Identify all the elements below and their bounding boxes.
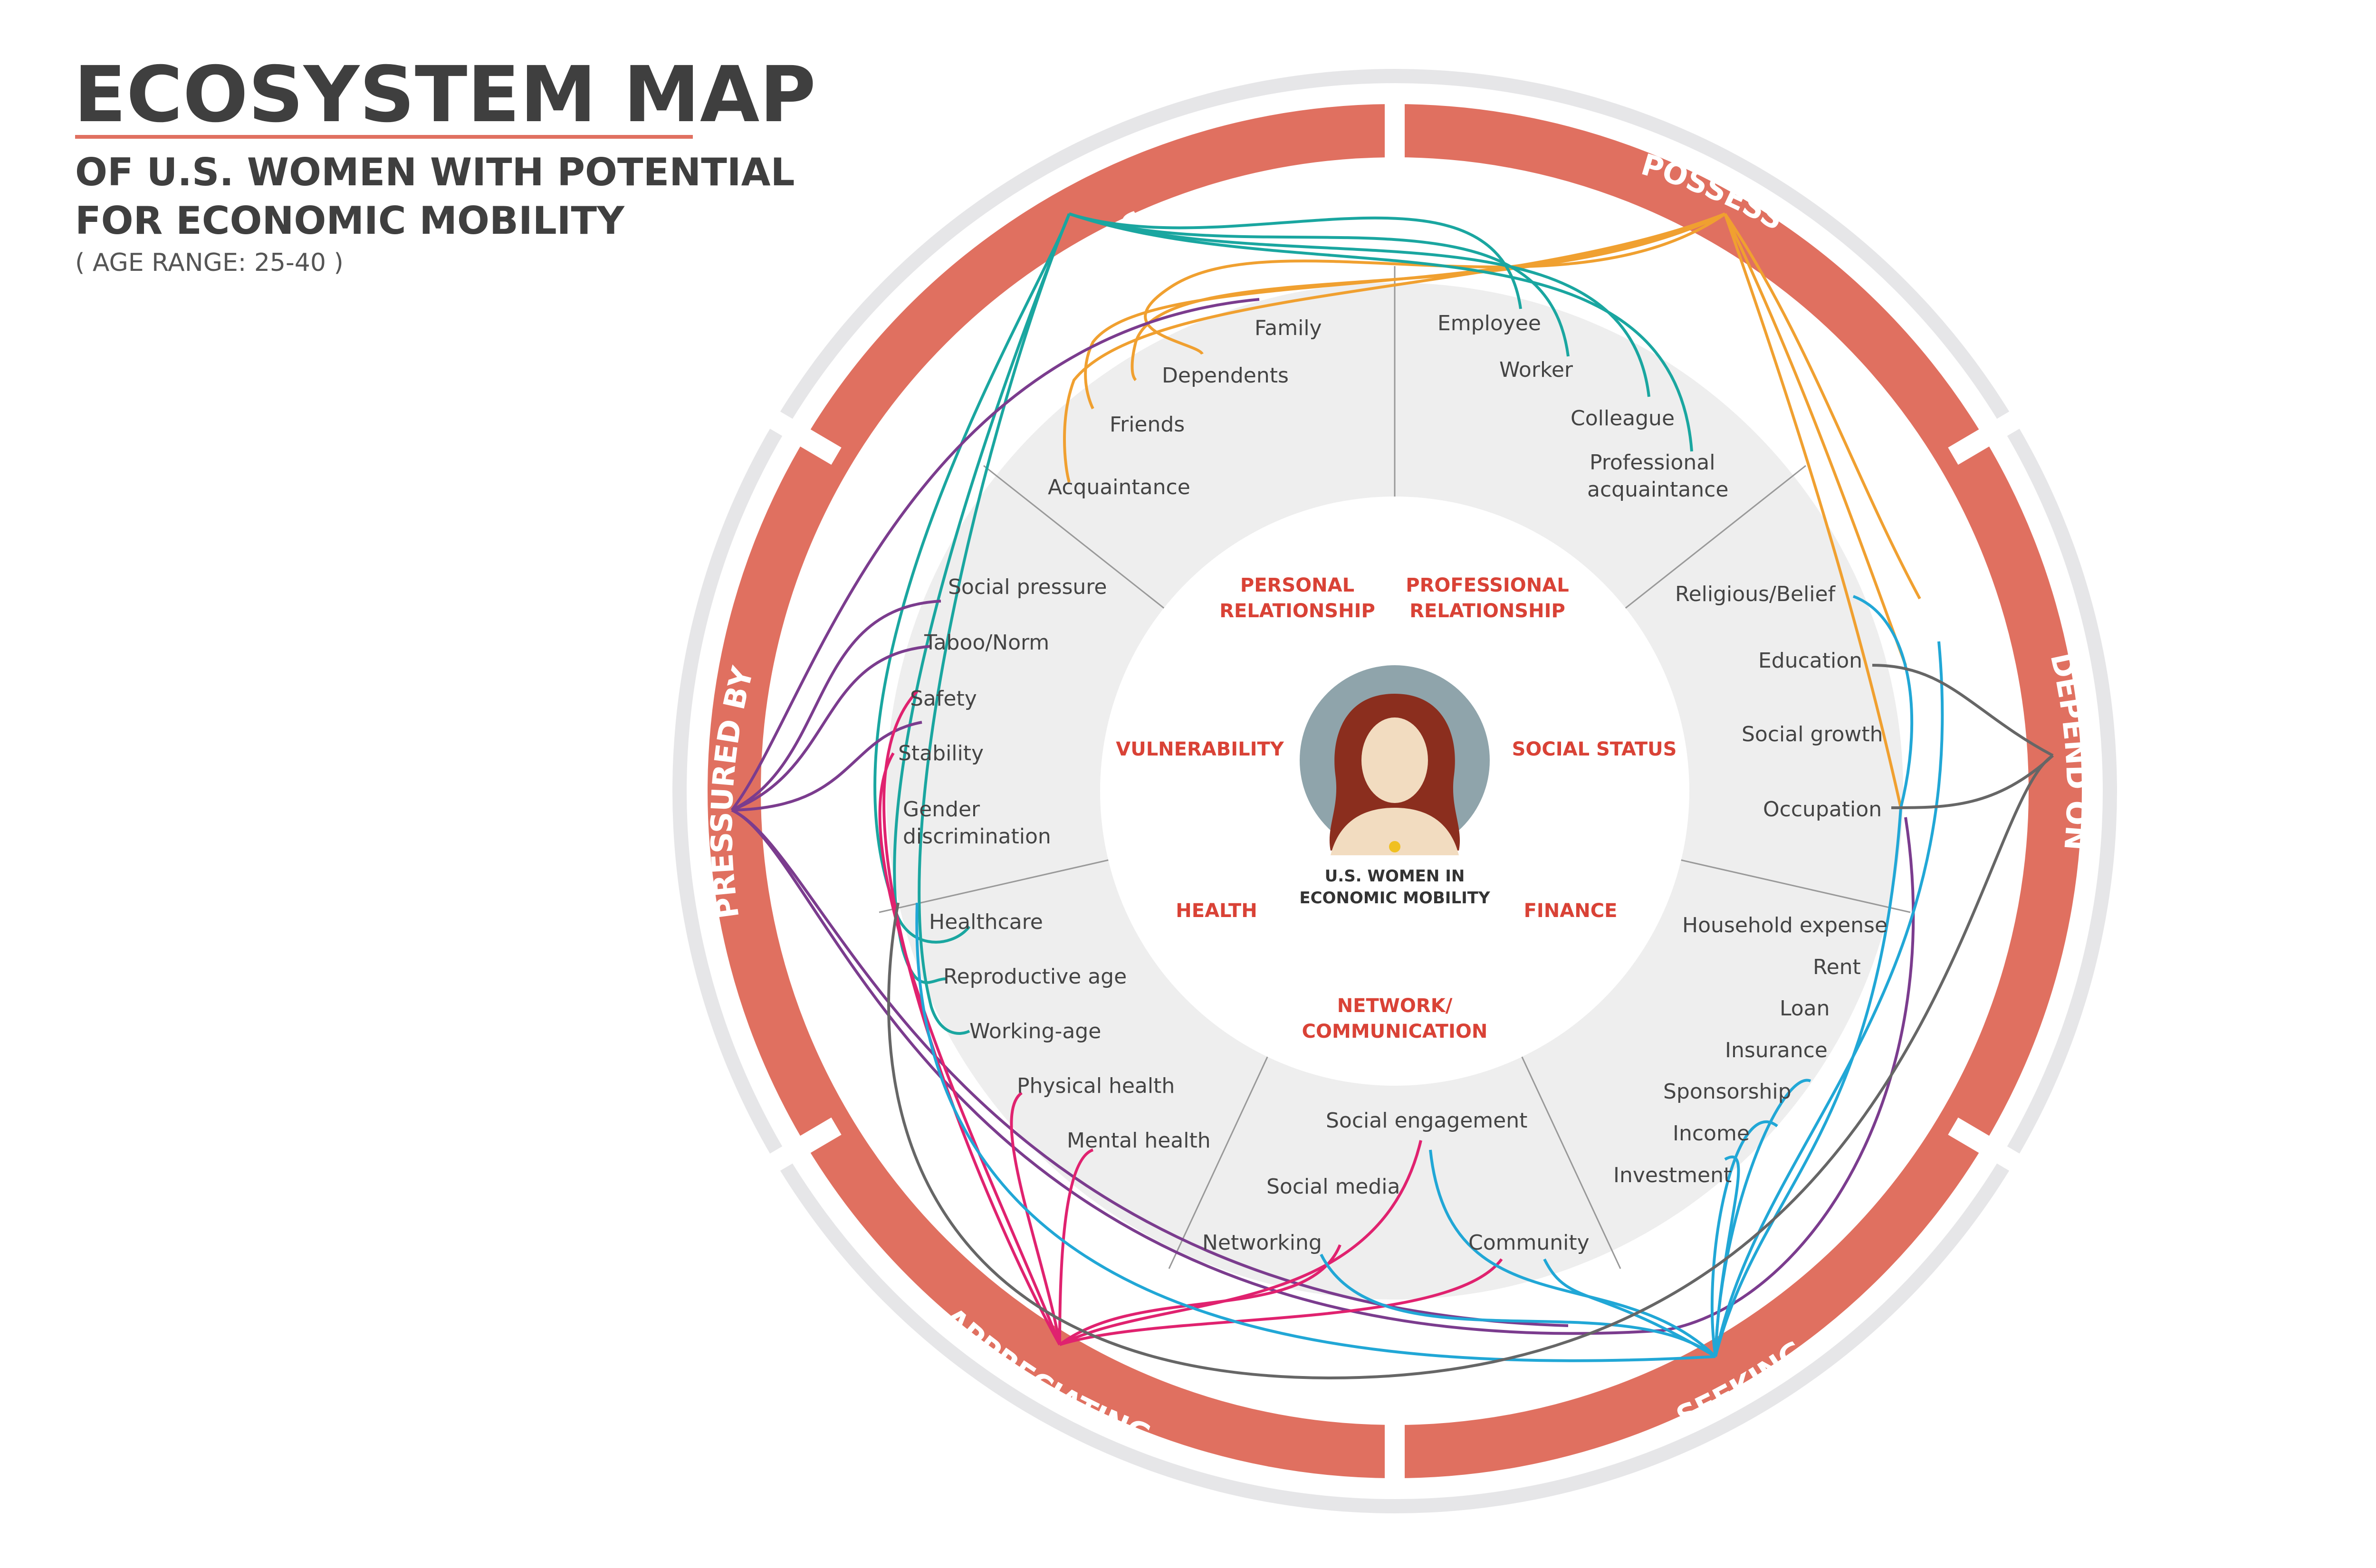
age-range: ( AGE RANGE: 25-40 )	[75, 249, 344, 277]
connection-curves	[730, 212, 2054, 1380]
category-finance: FINANCE	[1524, 900, 1618, 922]
pink-curves	[878, 690, 1503, 1346]
item-income: Income	[1673, 1121, 1750, 1146]
subtitle-line-1: OF U.S. WOMEN WITH POTENTIAL	[75, 150, 795, 194]
avatar-body	[1331, 808, 1459, 855]
item-taboo-norm: Taboo/Norm	[924, 631, 1049, 655]
item-insurance: Insurance	[1725, 1038, 1828, 1062]
item-reproductive-age: Reproductive age	[943, 965, 1127, 989]
gray-curves	[887, 664, 2054, 1380]
item-rent: Rent	[1813, 955, 1861, 979]
item-healthcare: Healthcare	[929, 910, 1043, 934]
teal-curves	[873, 212, 1693, 1035]
item-investment: Investment	[1613, 1163, 1732, 1187]
subtitle-line-2: FOR ECONOMIC MOBILITY	[75, 199, 625, 243]
category-social-status: SOCIAL STATUS	[1512, 738, 1677, 760]
item-dependents: Dependents	[1162, 363, 1289, 388]
item-colleague: Colleague	[1571, 406, 1675, 430]
category-network-communication: NETWORK/COMMUNICATION	[1302, 995, 1488, 1042]
item-labels: Family Dependents Friends Acquaintance E…	[898, 311, 1887, 1255]
item-sponsorship: Sponsorship	[1663, 1080, 1792, 1104]
red-ring	[708, 86, 2082, 1497]
avatar-necklace	[1389, 841, 1400, 852]
item-working-age: Working-age	[969, 1019, 1101, 1043]
category-health: HEALTH	[1176, 900, 1257, 922]
orange-curves	[1063, 212, 1921, 808]
item-education: Education	[1758, 649, 1862, 673]
item-mental-health: Mental health	[1067, 1128, 1211, 1153]
item-safety: Safety	[910, 687, 977, 711]
center-avatar	[1300, 665, 1490, 855]
category-vulnerability: VULNERABILITY	[1116, 738, 1284, 760]
item-stability: Stability	[898, 741, 984, 765]
item-friends: Friends	[1110, 412, 1185, 437]
header: ECOSYSTEM MAP OF U.S. WOMEN WITH POTENTI…	[74, 50, 816, 277]
item-community: Community	[1468, 1231, 1590, 1255]
item-household-expense: Household expense	[1682, 913, 1887, 937]
item-social-media: Social media	[1266, 1175, 1400, 1199]
item-religious-belief: Religious/Belief	[1675, 582, 1836, 606]
item-acquaintance: Acquaintance	[1048, 475, 1190, 499]
title-underline	[75, 135, 693, 139]
blue-curves	[915, 595, 1944, 1362]
item-networking: Networking	[1202, 1231, 1322, 1255]
item-employee: Employee	[1437, 311, 1541, 335]
item-social-pressure: Social pressure	[948, 575, 1107, 599]
item-occupation: Occupation	[1763, 797, 1882, 822]
item-social-growth: Social growth	[1742, 722, 1883, 746]
purple-curves	[730, 298, 1915, 1335]
main-title: ECOSYSTEM MAP	[74, 50, 816, 140]
item-loan: Loan	[1780, 996, 1830, 1021]
item-worker: Worker	[1499, 358, 1573, 382]
item-physical-health: Physical health	[1017, 1074, 1175, 1098]
avatar-face	[1361, 717, 1428, 803]
item-family: Family	[1255, 316, 1322, 340]
item-social-engagement: Social engagement	[1326, 1109, 1527, 1133]
